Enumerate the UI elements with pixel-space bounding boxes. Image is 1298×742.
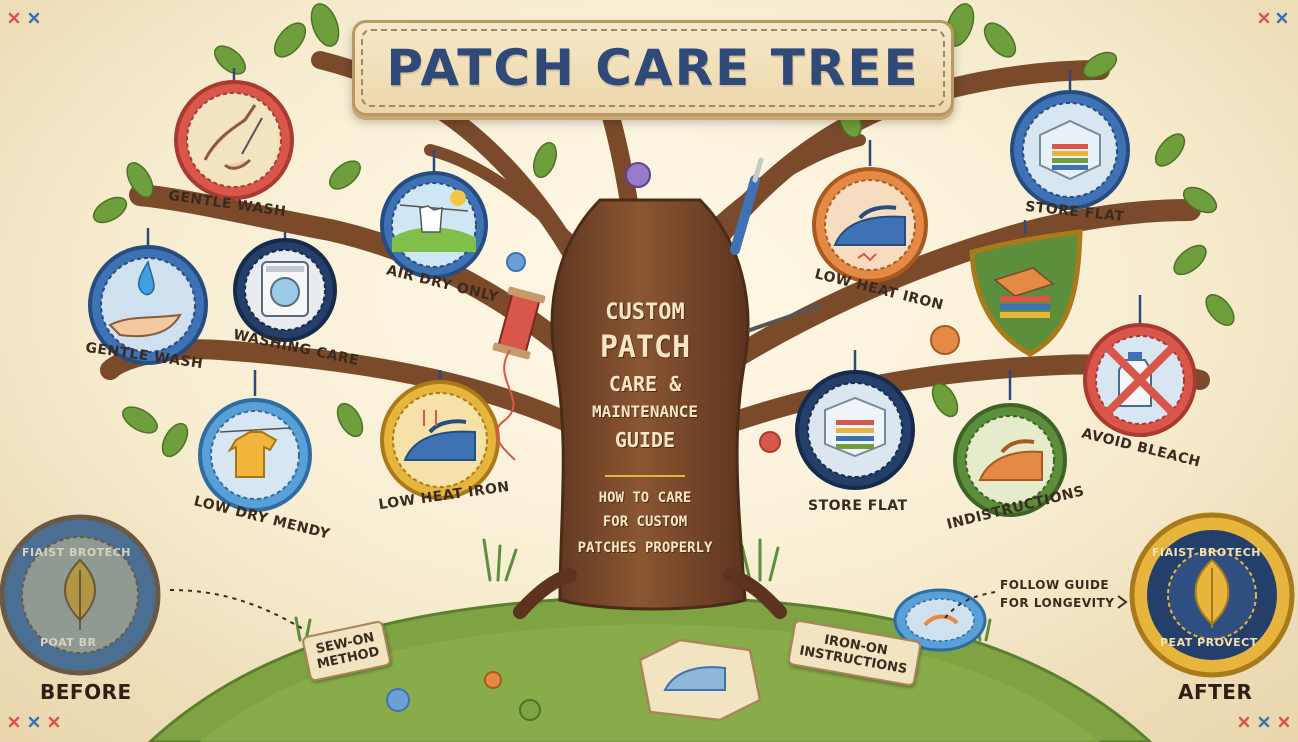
badge-indistructions bbox=[953, 403, 1067, 517]
follow-guide-line-1: FOLLOW GUIDE bbox=[1000, 578, 1110, 592]
trunk-subtitle-1: HOW TO CARE bbox=[598, 490, 692, 506]
page-title: PATCH CARE TREE bbox=[386, 39, 920, 97]
ground-iron-patch bbox=[638, 638, 762, 722]
badge-shield bbox=[969, 229, 1083, 357]
badge-low-heat-iron-left bbox=[380, 380, 500, 500]
before-patch bbox=[0, 514, 161, 676]
after-patch-top-text: FIAIST BROTECH bbox=[1152, 546, 1261, 559]
before-patch-top-text: FIAIST BROTECH bbox=[22, 546, 131, 559]
grass-tufts bbox=[294, 538, 992, 642]
trunk-line-1: CUSTOM bbox=[605, 300, 685, 325]
button-decoration bbox=[386, 162, 960, 721]
after-patch bbox=[1129, 512, 1295, 678]
badge-low-heat-iron-right bbox=[812, 167, 928, 283]
trunk-line-5: GUIDE bbox=[614, 428, 676, 452]
badge-store-flat-top bbox=[1010, 90, 1130, 210]
badge-store-flat bbox=[795, 370, 915, 490]
seam-ripper bbox=[730, 157, 822, 332]
badge-gentle-wash-top bbox=[174, 80, 294, 200]
thread-spool bbox=[492, 286, 546, 461]
trunk-line-4: MAINTENANCE bbox=[592, 402, 698, 421]
trunk-line-2: PATCH bbox=[599, 330, 691, 365]
trunk-subtitle-2: FOR CUSTOM bbox=[602, 514, 688, 530]
title-banner: PATCH CARE TREE bbox=[352, 20, 954, 116]
before-label: BEFORE bbox=[40, 680, 132, 704]
label-store-flat: STORE FLAT bbox=[808, 498, 908, 514]
follow-guide-line-2: FOR LONGEVITY bbox=[1000, 596, 1115, 610]
badge-low-dry-mendy bbox=[198, 398, 312, 512]
badge-washing-care bbox=[233, 238, 337, 342]
trunk-line-3: CARE & bbox=[608, 372, 682, 396]
after-arrow bbox=[944, 591, 996, 619]
badge-air-dry-only bbox=[380, 171, 488, 279]
badge-gentle-wash bbox=[88, 245, 208, 365]
ground-blue-patch bbox=[893, 588, 987, 652]
before-patch-bottom-text: POAT BR bbox=[40, 636, 97, 649]
tree-trunk bbox=[550, 198, 750, 611]
trunk-subtitle-3: PATCHES PROPERLY bbox=[577, 540, 713, 556]
stitch-decoration bbox=[8, 12, 1290, 728]
before-arrow bbox=[169, 589, 306, 631]
after-patch-bottom-text: PEAT PROVECT bbox=[1160, 636, 1258, 649]
badge-avoid-bleach bbox=[1083, 323, 1197, 437]
after-label: AFTER bbox=[1178, 680, 1253, 704]
